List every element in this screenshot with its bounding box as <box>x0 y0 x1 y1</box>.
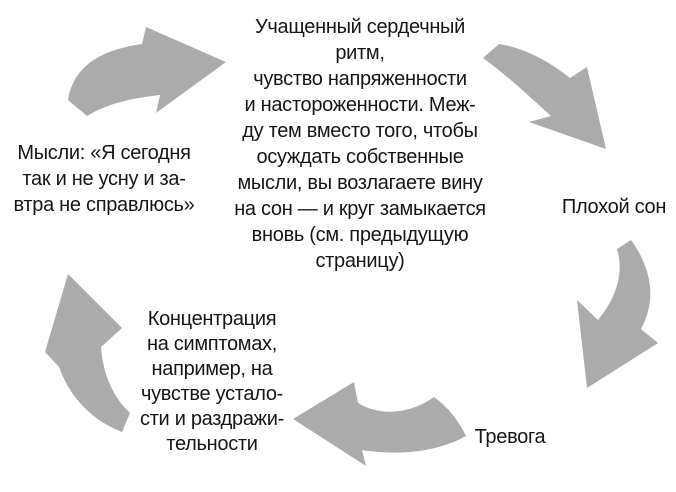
arrow-concentration-to-thoughts <box>45 274 130 432</box>
node-thoughts-text: Мысли: «Я сегодня так и не усну и за- вт… <box>13 142 195 216</box>
node-concentration-text: Концентрация на симптомах, например, на … <box>140 308 284 455</box>
arrow-thoughts-to-arousal <box>68 27 226 116</box>
node-bad-sleep-text: Плохой сон <box>561 196 667 218</box>
node-anxiety-text: Тревога <box>474 426 546 448</box>
arrow-anxiety-to-concentration <box>293 382 466 466</box>
arrow-bad-sleep-to-anxiety <box>577 240 658 388</box>
arrow-arousal-to-bad-sleep <box>483 44 606 149</box>
node-arousal-text: Учащенный сердечный ритм, чувство напряж… <box>234 16 486 272</box>
